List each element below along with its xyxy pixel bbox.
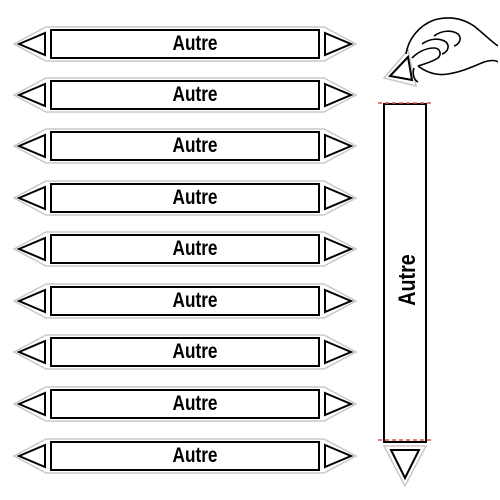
- pipe-marker: Autre: [10, 438, 360, 474]
- marker-label: Autre: [172, 392, 218, 415]
- pipe-marker-shape: [12, 77, 358, 113]
- marker-label: Autre: [172, 134, 218, 157]
- vertical-marker-label: Autre: [394, 254, 421, 306]
- pipe-marker: Autre: [10, 180, 360, 216]
- pipe-marker: Autre: [10, 128, 360, 164]
- arrow-tip-bottom: [389, 449, 421, 481]
- marker-label: Autre: [172, 32, 218, 55]
- marker-label: Autre: [172, 237, 218, 260]
- pipe-marker: Autre: [10, 283, 360, 319]
- pipe-marker: Autre: [10, 231, 360, 267]
- pipe-marker-shape: [12, 180, 358, 216]
- pipe-marker: Autre: [10, 77, 360, 113]
- marker-label: Autre: [172, 289, 218, 312]
- pipe-marker: Autre: [10, 386, 360, 422]
- pipe-marker-shape: [12, 128, 358, 164]
- pipe-marker: Autre: [10, 334, 360, 370]
- pipe-marker: Autre: [10, 26, 360, 62]
- pipe-marker-shape: [12, 386, 358, 422]
- marker-label: Autre: [172, 186, 218, 209]
- vertical-marker-shape: [378, 102, 434, 488]
- vertical-pipe-marker: Autre: [378, 100, 438, 490]
- pipe-marker-shape: [12, 334, 358, 370]
- hand-peeling-icon: [382, 17, 498, 88]
- marker-label: Autre: [172, 340, 218, 363]
- pipe-marker-shape: [12, 231, 358, 267]
- pipe-marker-shape: [12, 438, 358, 474]
- peeled-arrow-tip: [388, 54, 414, 82]
- marker-label: Autre: [172, 83, 218, 106]
- pipe-marker-shape: [12, 26, 358, 62]
- pipe-marker-shape: [12, 283, 358, 319]
- marker-label: Autre: [172, 444, 218, 467]
